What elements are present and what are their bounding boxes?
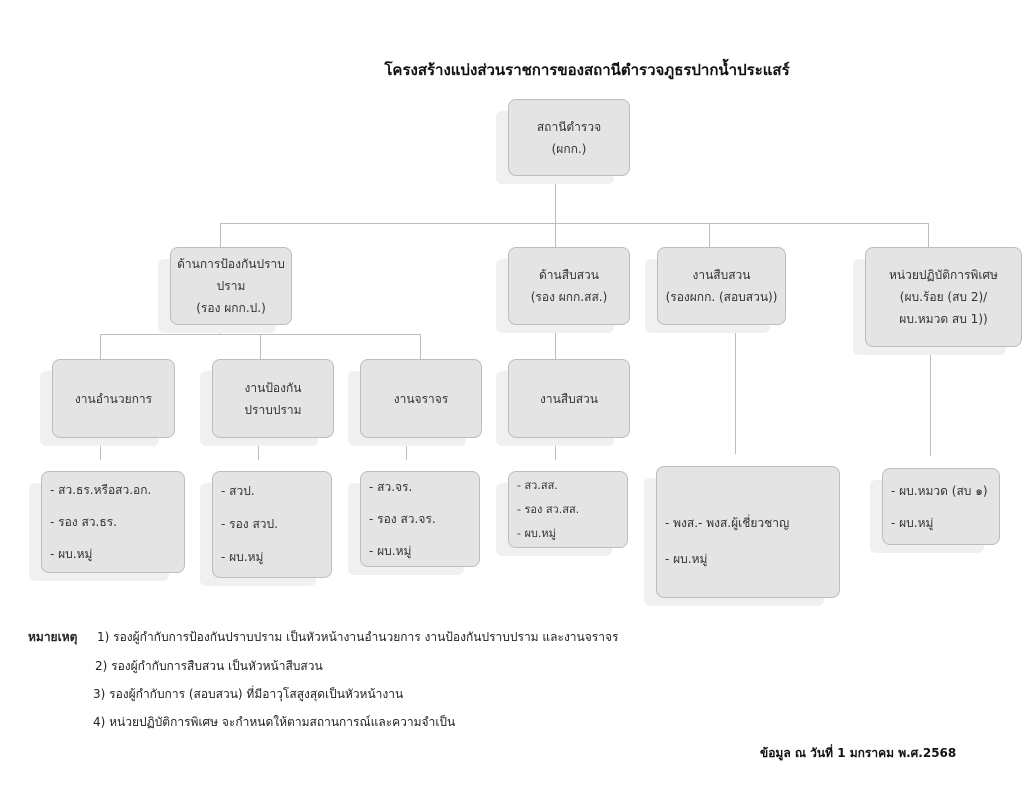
node-inquiry: งานสืบสวน (รองผกก. (สอบสวน)): [657, 247, 786, 325]
connector: [555, 223, 556, 247]
list-item: - รอง สว.จร.: [369, 512, 436, 526]
data-date: ข้อมูล ณ วันที่ 1 มกราคม พ.ศ.2568: [760, 746, 957, 760]
connector: [420, 334, 421, 359]
list-item: - ผบ.หมู่: [517, 526, 556, 540]
node-investigation: ด้านสืบสวน (รอง ผกก.สส.): [508, 247, 630, 325]
node-title: หน่วยปฏิบัติการพิเศษ: [889, 268, 998, 282]
connector: [735, 323, 736, 454]
node-investigation-work: งานสืบสวน: [508, 359, 630, 438]
list-item: - ผบ.หมู่: [665, 552, 708, 566]
connector: [258, 436, 259, 460]
node-police-station: สถานีตำรวจ (ผกก.): [508, 99, 630, 176]
node-investigation-staff: - สว.สส. - รอง สว.สส. - ผบ.หมู่: [508, 471, 628, 548]
node-subtitle: ผบ.หมวด สบ 1)): [899, 312, 988, 326]
node-title: งานสืบสวน: [692, 268, 751, 282]
note-item: 2) รองผู้กำกับการสืบสวน เป็นหัวหน้าสืบสว…: [95, 659, 323, 673]
list-item: - สวป.: [221, 484, 255, 498]
node-title: ด้านการป้องกันปราบปราม: [177, 257, 285, 293]
list-item: - รอง สวป.: [221, 517, 278, 531]
connector: [220, 223, 929, 224]
connector: [100, 334, 101, 359]
node-special-ops: หน่วยปฏิบัติการพิเศษ (ผบ.ร้อย (สบ 2)/ ผบ…: [865, 247, 1022, 347]
node-title: ด้านสืบสวน: [539, 268, 599, 282]
node-subtitle: (ผบ.ร้อย (สบ 2)/: [899, 290, 988, 304]
connector: [928, 223, 929, 247]
list-item: - สว.จร.: [369, 480, 413, 494]
node-subtitle: (รองผกก. (สอบสวน)): [665, 290, 778, 304]
notes-label: หมายเหตุ: [28, 630, 78, 644]
connector: [709, 223, 710, 247]
node-subtitle: (รอง ผกก.สส.): [530, 290, 608, 304]
list-item: - ผบ.หมู่: [369, 544, 412, 558]
note-item: 1) รองผู้กำกับการป้องกันปราบปราม เป็นหัว…: [97, 630, 619, 644]
node-title: งานอำนวยการ: [74, 391, 153, 406]
list-item: - ผบ.หมู่: [221, 550, 264, 564]
node-traffic: งานจราจร: [360, 359, 482, 438]
node-traffic-staff: - สว.จร. - รอง สว.จร. - ผบ.หมู่: [360, 471, 480, 567]
node-subtitle: (ผกก.): [551, 141, 587, 156]
node-admin-staff: - สว.ธร.หรือสว.อก. - รอง สว.ธร. - ผบ.หมู…: [41, 471, 185, 573]
list-item: - รอง สว.ธร.: [50, 515, 117, 529]
connector: [555, 174, 556, 223]
node-administration: งานอำนวยการ: [52, 359, 175, 438]
connector: [406, 436, 407, 460]
list-item: - สว.ธร.หรือสว.อก.: [50, 483, 152, 497]
list-item: - รอง สว.สส.: [517, 502, 580, 516]
connector: [555, 436, 556, 460]
note-item: 3) รองผู้กำกับการ (สอบสวน) ที่มีอาวุโสสู…: [93, 687, 404, 701]
list-item: - สว.สส.: [517, 478, 558, 492]
connector: [930, 345, 931, 456]
connector: [260, 334, 261, 359]
node-prevention-staff: - สวป. - รอง สวป. - ผบ.หมู่: [212, 471, 332, 578]
node-inquiry-staff: - พงส.- พงส.ผู้เชี่ยวชาญ - ผบ.หมู่: [656, 466, 840, 598]
list-item: - พงส.- พงส.ผู้เชี่ยวชาญ: [665, 516, 790, 530]
list-item: - ผบ.หมู่: [891, 515, 934, 530]
connector: [555, 323, 556, 359]
list-item: - ผบ.หมู่: [50, 547, 93, 561]
chart-title: โครงสร้างแบ่งส่วนราชการของสถานีตำรวจภูธร…: [384, 61, 790, 79]
note-item: 4) หน่วยปฏิบัติการพิเศษ จะกำหนดให้ตามสถา…: [93, 715, 456, 729]
node-prevention: ด้านการป้องกันปราบปราม (รอง ผกก.ป.): [170, 247, 292, 325]
node-title: งานป้องกัน: [244, 380, 302, 395]
node-special-ops-staff: - ผบ.หมวด (สบ ๑) - ผบ.หมู่: [882, 468, 1000, 545]
node-subtitle: (รอง ผกก.ป.): [196, 301, 266, 315]
node-title: ปราบปราม: [244, 402, 302, 417]
node-crime-prevention: งานป้องกัน ปราบปราม: [212, 359, 334, 438]
list-item: - ผบ.หมวด (สบ ๑): [891, 483, 988, 498]
node-title: งานจราจร: [393, 391, 449, 406]
node-title: สถานีตำรวจ: [536, 119, 602, 134]
connector: [100, 436, 101, 460]
node-title: งานสืบสวน: [539, 391, 598, 406]
